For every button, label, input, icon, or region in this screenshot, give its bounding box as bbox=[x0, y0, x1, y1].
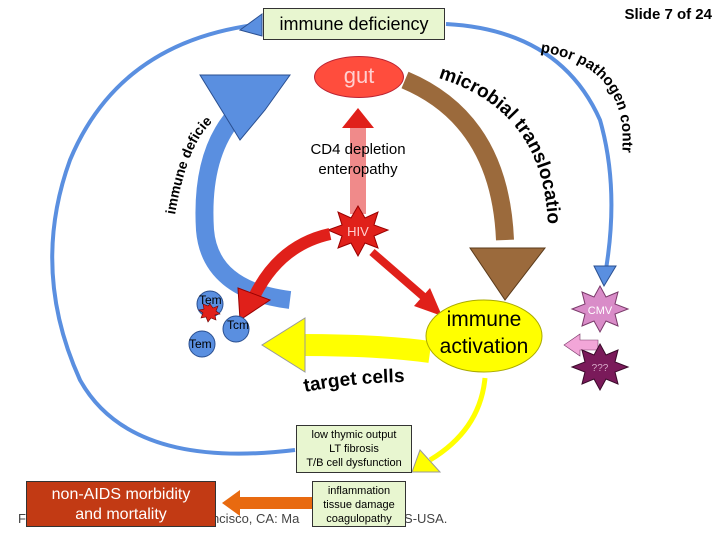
arc-label-target-cells: target cells bbox=[302, 366, 405, 397]
footer-middle: ncisco, CA: Ma bbox=[211, 511, 300, 526]
red-arrow-to-activation bbox=[369, 248, 428, 302]
non-aids-line-1: non-AIDS morbidity bbox=[51, 486, 191, 503]
blue-arrowhead-left-top bbox=[238, 13, 263, 37]
low-thymic-line-2: LT fibrosis bbox=[329, 443, 379, 455]
blue-thick-arrowhead bbox=[199, 74, 291, 141]
yellow-arrow-target bbox=[299, 334, 432, 363]
cd4-line-2: enteropathy bbox=[318, 161, 398, 178]
orange-arrow-shaft bbox=[240, 497, 312, 509]
cd4-depletion-label: CD4 depletion enteropathy bbox=[296, 140, 420, 180]
blue-arrowhead-right bbox=[593, 265, 617, 288]
footer-right: AS-USA. bbox=[395, 511, 448, 526]
yellow-arrowhead-inflam bbox=[411, 449, 442, 473]
yellow-arrow-inflam bbox=[428, 377, 488, 463]
yellow-arrowhead-target bbox=[261, 317, 306, 373]
immune-activation-line-1: immune bbox=[446, 308, 522, 331]
low-thymic-box: low thymic output LT fibrosis T/B cell d… bbox=[296, 425, 412, 473]
blue-arc-top-left bbox=[50, 22, 296, 456]
cmv-label: CMV bbox=[588, 305, 613, 317]
low-thymic-line-3: T/B cell dysfunction bbox=[306, 457, 402, 469]
unknown-label: ??? bbox=[592, 363, 609, 374]
immune-activation-line-2: activation bbox=[439, 335, 529, 358]
hiv-label: HIV bbox=[347, 224, 369, 239]
unknown-star bbox=[570, 342, 630, 392]
gut-node: gut bbox=[314, 56, 404, 98]
hiv-star bbox=[326, 205, 390, 258]
brown-arrow bbox=[401, 71, 514, 241]
tem-label-top: Tem bbox=[199, 293, 222, 307]
inflammation-line-1: inflammation bbox=[327, 485, 391, 497]
immune-activation-label: immune activation bbox=[428, 306, 540, 360]
cmv-star bbox=[570, 284, 630, 334]
red-arrow-to-tcells bbox=[249, 228, 332, 298]
pink-arrow bbox=[563, 333, 599, 357]
tem-cell-burst bbox=[198, 303, 221, 323]
inflammation-line-2: tissue damage bbox=[323, 499, 395, 511]
cd4-arrowhead bbox=[342, 108, 374, 128]
inflammation-box: inflammation tissue damage coagulopathy bbox=[312, 481, 406, 527]
footer-left: F bbox=[18, 511, 26, 526]
blue-thick-arrow-left bbox=[195, 103, 292, 309]
tem-cell-bottom bbox=[188, 330, 216, 358]
immune-activation-ellipse bbox=[425, 299, 543, 373]
low-thymic-line-1: low thymic output bbox=[311, 429, 397, 441]
tem-label-bottom: Tem bbox=[189, 337, 212, 351]
blue-arc-top-right bbox=[445, 22, 614, 276]
tcm-cell bbox=[222, 315, 250, 343]
cd4-line-1: CD4 depletion bbox=[310, 141, 406, 158]
red-arrowhead-to-activation bbox=[414, 288, 442, 316]
tcm-label: Tcm bbox=[227, 318, 249, 332]
inflammation-line-3: coagulopathy bbox=[326, 513, 392, 525]
orange-arrowhead bbox=[222, 490, 240, 516]
arc-label-immune-deficiency: immune deficiency bbox=[0, 0, 215, 215]
brown-arrowhead bbox=[469, 247, 547, 301]
non-aids-box: non-AIDS morbidity and mortality bbox=[26, 481, 216, 527]
slide-number: Slide 7 of 24 bbox=[624, 6, 712, 23]
cd4-arrow-shaft bbox=[350, 128, 366, 214]
red-arrowhead-to-tcells bbox=[237, 287, 272, 321]
non-aids-line-2: and mortality bbox=[75, 506, 167, 523]
immune-deficiency-box: immune deficiency bbox=[263, 8, 445, 40]
